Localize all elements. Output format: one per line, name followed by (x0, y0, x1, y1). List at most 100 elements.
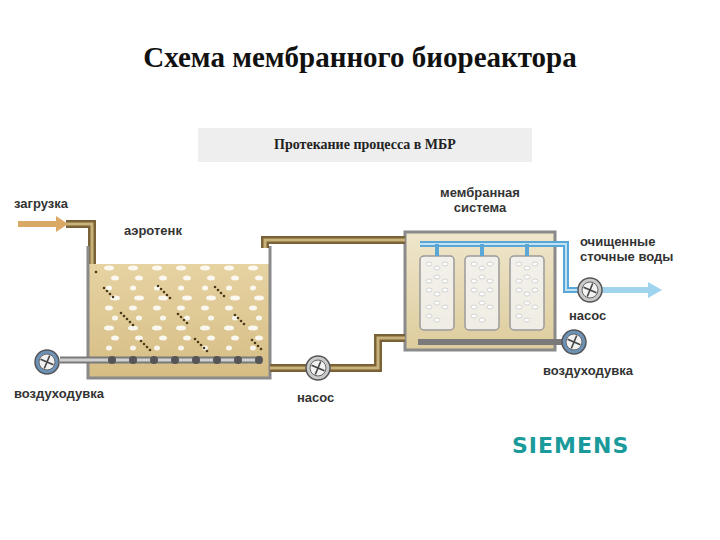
sludge-dot (160, 288, 163, 291)
bubble (207, 276, 215, 281)
bubble (471, 314, 477, 318)
impeller-blade (318, 362, 321, 368)
bubble (434, 301, 440, 305)
bubble (532, 279, 538, 283)
brand-logo: SIEMENS (512, 433, 672, 459)
pump-symbol (306, 356, 330, 380)
air-bubbles (95, 266, 264, 353)
diffuser (213, 356, 221, 364)
sludge-dot (183, 319, 186, 322)
impeller-blade (590, 290, 596, 293)
sludge-dot (237, 317, 240, 320)
bubble (479, 292, 485, 296)
bubble (112, 316, 118, 321)
bubble (434, 318, 440, 322)
bubble (153, 306, 161, 311)
bubble (182, 296, 192, 301)
pipe-core (270, 338, 405, 368)
sludge-dot (217, 289, 220, 292)
bubble (434, 292, 440, 296)
bubble (111, 336, 119, 341)
membrane-modules (420, 256, 544, 330)
sludge-dot (240, 320, 243, 323)
diffuser (129, 356, 137, 364)
bubble (254, 296, 264, 301)
sludge-dot (254, 342, 257, 345)
bubble (524, 292, 530, 296)
bubble (183, 336, 191, 341)
bubble (524, 301, 530, 305)
bubble (129, 306, 137, 311)
bubble (524, 318, 530, 322)
bubble (207, 336, 215, 341)
impeller-blade (587, 290, 590, 296)
bubble (110, 296, 120, 301)
aerator-pipe (60, 357, 262, 364)
sludge-dot (177, 313, 180, 316)
impeller-blade (584, 287, 590, 290)
impeller-blade (312, 365, 318, 368)
sludge-dot (95, 271, 98, 274)
bubble (224, 326, 234, 331)
inflow-arrow (18, 221, 60, 227)
impeller-blade (41, 359, 47, 362)
bubble (250, 286, 256, 291)
permeate-pipe (420, 244, 578, 290)
bubble (231, 276, 239, 281)
impeller-blade (318, 368, 324, 371)
bubble (154, 346, 160, 351)
bubble (177, 306, 185, 311)
sludge-dot (120, 312, 123, 315)
bubble (206, 296, 216, 301)
bubble (442, 305, 448, 309)
sludge-dot (243, 323, 246, 326)
machine-housing (306, 356, 330, 380)
bubble (183, 276, 191, 281)
sludge-dot (257, 345, 260, 348)
diffuser (108, 356, 116, 364)
sludge-dot (163, 291, 166, 294)
bubble (516, 279, 522, 283)
membrane-system: мембранная система (405, 232, 555, 350)
machine-impeller (582, 282, 598, 298)
membrane-air-pipe (418, 339, 565, 345)
bubble (248, 266, 258, 271)
blower-symbol (562, 330, 586, 354)
membrane-module (510, 256, 544, 330)
impeller-blade (44, 362, 47, 368)
aeration-tank: аэротенк (88, 248, 270, 378)
bubble (226, 286, 232, 291)
bubble (471, 305, 477, 309)
part-label: насос (297, 390, 357, 405)
bubble (487, 262, 493, 266)
pipe-connector (270, 338, 405, 368)
machine-housing (562, 330, 586, 354)
sludge-dot (157, 285, 160, 288)
impeller-blade (568, 339, 574, 342)
bubble (426, 305, 432, 309)
bubble (111, 276, 119, 281)
bubble (226, 346, 232, 351)
diffuser (150, 356, 158, 364)
bubble (135, 336, 143, 341)
bubble (426, 288, 432, 292)
sludge-dot (166, 294, 169, 297)
bubble (442, 262, 448, 266)
bubble (426, 279, 432, 283)
part-label: загрузка (14, 196, 104, 211)
sludge-dot (180, 316, 183, 319)
bubble (256, 316, 262, 321)
bubble (230, 296, 240, 301)
bubble (479, 301, 485, 305)
node-label: мембранная система (415, 185, 545, 215)
aerator-pipe-core (60, 359, 262, 362)
sludge-dot (260, 348, 263, 351)
bubble (224, 266, 234, 271)
bubble (208, 316, 214, 321)
bubble (442, 288, 448, 292)
machine-impeller (566, 334, 582, 350)
bubble (152, 326, 162, 331)
bubble (104, 326, 114, 331)
part-label: воздуходувка (543, 363, 663, 378)
